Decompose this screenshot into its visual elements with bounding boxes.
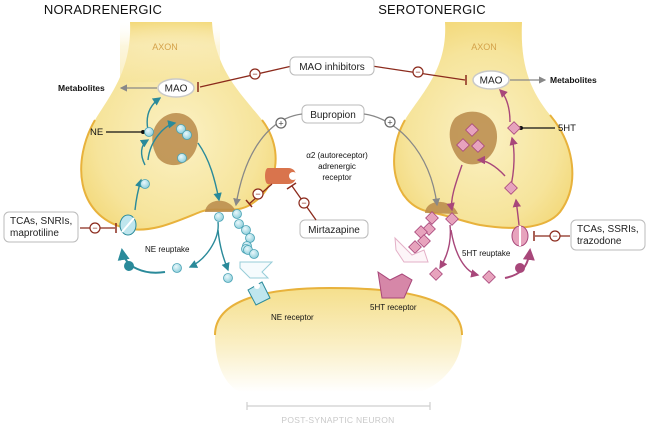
mao-inhibitors-box[interactable]: MAO inhibitors <box>289 56 375 76</box>
right-reuptake-line2: trazodone <box>577 236 622 247</box>
serotonergic-neuron <box>393 22 574 229</box>
stimulate-icon: + <box>275 117 287 129</box>
5ht-label: 5HT <box>558 123 576 134</box>
5ht-transporter <box>511 225 529 247</box>
ne-label: NE <box>90 127 103 138</box>
ne-transporter <box>119 214 137 236</box>
5ht-transporter-motor <box>515 263 525 273</box>
svg-text:−: − <box>252 69 257 79</box>
left-axon-label: AXON <box>152 42 178 52</box>
inhibit-icon: − <box>89 222 101 234</box>
title-serotonergic: SEROTONERGIC <box>378 2 486 17</box>
alpha2-label-line1: α2 (autoreceptor) <box>306 151 368 160</box>
svg-text:−: − <box>255 189 260 199</box>
postsynaptic-neuron <box>214 286 463 392</box>
ne-vesicle <box>152 112 199 166</box>
left-reuptake-line1: TCAs, SNRIs, <box>10 216 72 227</box>
svg-text:−: − <box>415 67 420 77</box>
svg-text:−: − <box>301 198 306 208</box>
bupropion-label: Bupropion <box>310 110 356 121</box>
right-reuptake-line1: TCAs, SSRIs, <box>577 224 639 235</box>
alpha2-receptor <box>265 168 297 184</box>
right-mao: MAO <box>472 70 510 90</box>
ne-transporter-motor <box>124 261 134 271</box>
inhibit-icon: − <box>549 230 561 242</box>
5ht-receptor-label: 5HT receptor <box>370 303 417 312</box>
5ht-receptor <box>377 270 413 299</box>
alpha2-label-line2: adrenergic <box>318 162 356 171</box>
svg-text:MAO: MAO <box>165 84 188 95</box>
inhibit-icon: − <box>252 188 264 200</box>
inhibit-icon: − <box>412 66 424 78</box>
right-metabolites-label: Metabolites <box>550 75 597 85</box>
postsynaptic-label: POST-SYNAPTIC NEURON <box>281 415 394 425</box>
ne-molecules <box>140 124 259 283</box>
inhibit-icon: − <box>298 197 310 209</box>
alpha2-label-line3: receptor <box>322 173 352 182</box>
left-mao: MAO <box>157 78 195 98</box>
mirtazapine-label: Mirtazapine <box>308 225 360 236</box>
svg-text:+: + <box>387 118 392 128</box>
svg-text:−: − <box>552 231 557 241</box>
mao-inhibitors-label: MAO inhibitors <box>299 62 365 73</box>
svg-text:−: − <box>92 223 97 233</box>
svg-text:MAO: MAO <box>480 76 503 87</box>
5ht-reuptake-label: 5HT reuptake <box>462 249 511 258</box>
left-reuptake-line2: maprotiline <box>10 228 59 239</box>
mirtazapine-box[interactable]: Mirtazapine <box>299 219 369 239</box>
title-noradrenergic: NORADRENERGIC <box>44 2 162 17</box>
5ht-molecules <box>408 121 521 284</box>
ne-reuptake-label: NE reuptake <box>145 245 190 254</box>
ne-receptor-label: NE receptor <box>271 313 314 322</box>
ne-receptor <box>247 281 271 306</box>
inhibit-icon: − <box>249 68 261 80</box>
right-reuptake-inhibitors-box[interactable]: TCAs, SSRIs, trazodone <box>570 219 646 251</box>
bupropion-box[interactable]: Bupropion <box>301 104 365 124</box>
left-metabolites-label: Metabolites <box>58 83 105 93</box>
stimulate-icon: + <box>384 116 396 128</box>
right-axon-label: AXON <box>471 42 497 52</box>
svg-text:+: + <box>278 119 283 129</box>
left-reuptake-inhibitors-box[interactable]: TCAs, SNRIs, maprotiline <box>3 211 79 243</box>
5ht-vesicle <box>449 111 498 165</box>
